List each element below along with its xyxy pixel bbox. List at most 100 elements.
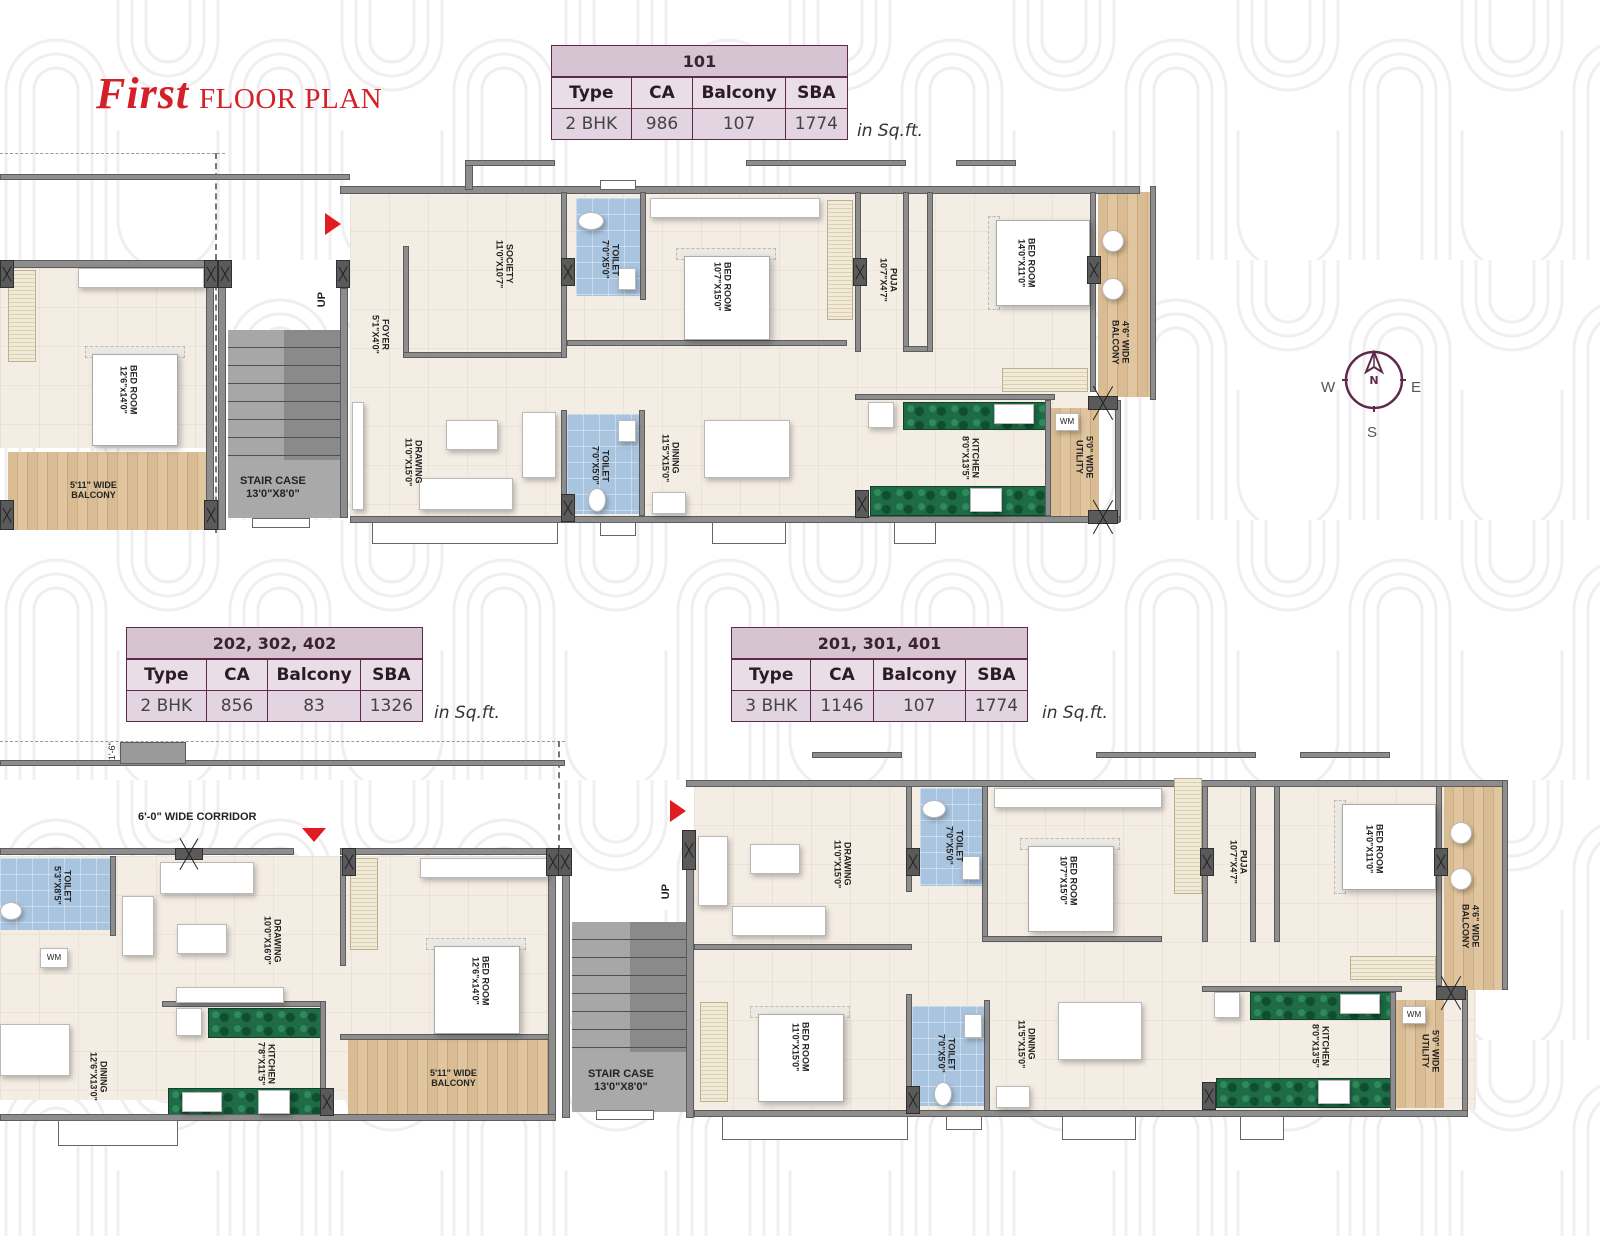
- structural-column: [1088, 510, 1118, 524]
- armchair-icon: [122, 896, 154, 956]
- value-type: 2 BHK: [551, 108, 632, 140]
- wall: [984, 1000, 990, 1114]
- title-rest: FLOOR PLAN: [199, 83, 383, 115]
- table-unit-numbers: 101: [551, 45, 848, 78]
- col-ca: CA: [205, 658, 269, 691]
- sofa-icon: [419, 478, 513, 510]
- kitchen-counter: [208, 1008, 322, 1038]
- svg-text:N: N: [1369, 374, 1378, 387]
- bed: [758, 1014, 844, 1102]
- value-type: 3 BHK: [730, 690, 812, 722]
- col-type: Type: [730, 658, 812, 691]
- bed: [434, 946, 520, 1034]
- wall: [1390, 992, 1396, 1114]
- chair-icon: [1102, 230, 1124, 252]
- structural-column: [320, 1088, 334, 1116]
- col-ca: CA: [810, 658, 874, 691]
- stove-icon: [970, 488, 1002, 512]
- bed: [684, 256, 770, 340]
- wall: [548, 856, 556, 1118]
- structural-column: [204, 260, 218, 288]
- wall: [1045, 400, 1051, 516]
- wardrobe: [700, 1002, 728, 1102]
- wardrobe: [1350, 956, 1436, 980]
- entry-arrow-icon: [670, 800, 686, 822]
- coffee-table: [446, 420, 498, 450]
- wardrobe: [1002, 368, 1088, 392]
- structural-column: [561, 258, 575, 286]
- structural-column: [0, 260, 14, 288]
- wall: [746, 160, 906, 166]
- col-balcony: Balcony: [692, 76, 786, 109]
- wall: [982, 936, 1162, 942]
- wall: [0, 174, 350, 180]
- wall: [1090, 192, 1096, 392]
- entry-arrow-icon: [325, 213, 341, 235]
- wall: [906, 786, 912, 892]
- staircase-landing: [228, 460, 340, 518]
- structural-column: [204, 500, 218, 530]
- wall: [1502, 780, 1508, 990]
- dining-table: [0, 1024, 70, 1076]
- wall: [340, 186, 1140, 194]
- col-type: Type: [126, 658, 207, 691]
- window: [722, 1116, 908, 1140]
- table-unit-numbers: 202, 302, 402: [126, 627, 423, 660]
- unit-note: in Sq.ft.: [434, 703, 500, 723]
- structural-column: [1088, 396, 1118, 410]
- left-balcony-floor: [8, 452, 206, 530]
- window: [600, 180, 636, 190]
- wall: [0, 260, 212, 268]
- window: [894, 522, 936, 544]
- washbasin-icon: [618, 268, 636, 290]
- structural-column: [175, 848, 203, 860]
- wall: [1300, 752, 1390, 758]
- fridge-icon: [868, 402, 894, 428]
- col-ca: CA: [630, 76, 694, 109]
- study-desk: [650, 198, 820, 218]
- structural-column: [906, 1086, 920, 1114]
- washing-machine-icon: WM: [40, 948, 68, 968]
- boundary-dashed-line: [215, 153, 217, 533]
- bed: [92, 354, 178, 446]
- sink-icon: [994, 404, 1034, 424]
- bed: [996, 220, 1090, 306]
- stove-icon: [258, 1090, 290, 1114]
- unit-note: in Sq.ft.: [857, 121, 923, 141]
- coffee-table: [177, 924, 227, 954]
- wall: [639, 410, 645, 516]
- wall: [1115, 400, 1121, 522]
- area-table-201-301-401: 201, 301, 401 Type CA Balcony SBA 3 BHK …: [730, 627, 1029, 722]
- staircase-steps: [284, 330, 340, 460]
- shoe-rack: [352, 402, 364, 510]
- wall: [0, 848, 294, 855]
- wall: [1202, 986, 1402, 992]
- washbasin-icon: [964, 1014, 982, 1038]
- structural-column: [561, 494, 575, 522]
- structural-column: [1087, 256, 1101, 284]
- dining-table: [1058, 1002, 1142, 1060]
- wc-icon: [922, 800, 946, 818]
- wall: [903, 346, 929, 352]
- wall: [0, 1114, 556, 1121]
- col-type: Type: [551, 76, 632, 109]
- structural-column: [1202, 1082, 1216, 1110]
- structural-column: [0, 500, 14, 530]
- compass-icon: N: [1342, 349, 1406, 412]
- chair-icon: [1450, 822, 1472, 844]
- window: [596, 1110, 654, 1120]
